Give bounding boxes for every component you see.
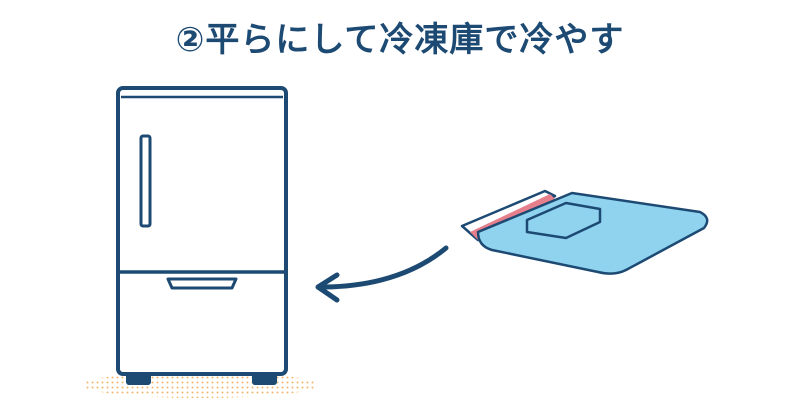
arrow-shaft xyxy=(321,245,449,290)
arrow-head xyxy=(315,272,340,303)
freezer-bag-icon xyxy=(460,189,709,275)
arrow-left-icon xyxy=(315,245,449,303)
bag-label xyxy=(525,201,602,240)
bag-body xyxy=(476,191,709,275)
step-title: ②平らにして冷凍庫で冷やす xyxy=(175,20,625,60)
refrigerator-body xyxy=(116,86,288,376)
refrigerator-icon xyxy=(116,86,288,385)
refrigerator-handle-upper xyxy=(139,134,152,228)
refrigerator-handle-drawer xyxy=(166,277,238,290)
